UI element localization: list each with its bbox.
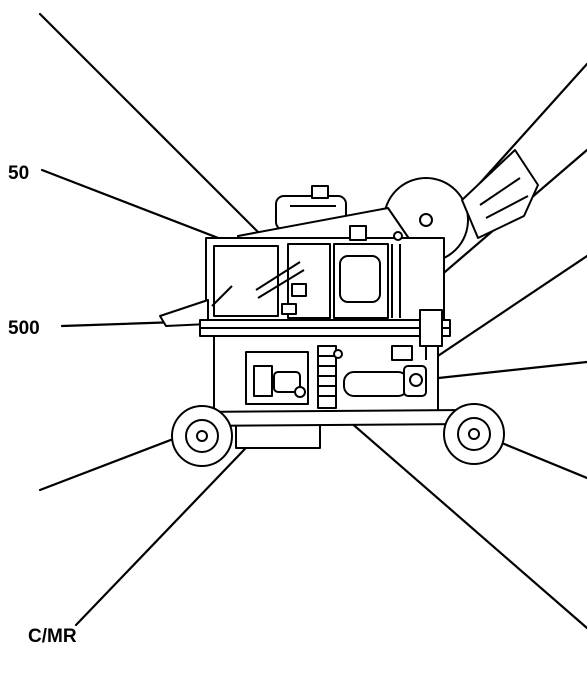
- callout-label-500: 500: [8, 318, 40, 339]
- leader-line-right-4: [418, 360, 587, 382]
- callout-label-cmr: C/MR: [28, 626, 77, 647]
- callout-label-50: 50: [8, 163, 29, 184]
- left-wheel: [171, 405, 233, 467]
- reel-drum: [383, 149, 539, 263]
- lower-frame: [213, 309, 443, 415]
- middle-platform: [199, 319, 451, 337]
- component-details: [281, 283, 423, 398]
- right-wheel: [443, 403, 505, 465]
- leader-line-bottom-right: [316, 392, 587, 630]
- tray-bracket: [211, 285, 233, 307]
- upper-frame: [205, 225, 445, 323]
- machine-assembly: [159, 149, 539, 467]
